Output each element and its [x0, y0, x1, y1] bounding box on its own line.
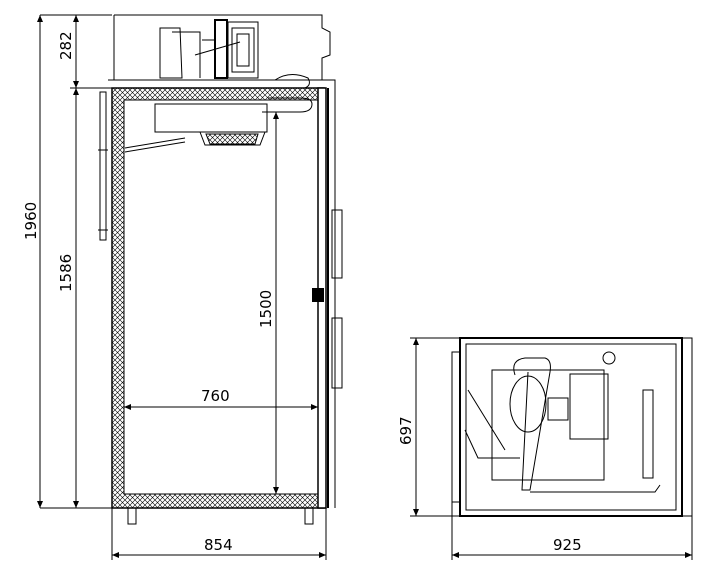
compressor	[509, 375, 547, 433]
top-view: 697 925	[397, 337, 693, 560]
door-handle-upper	[331, 209, 343, 279]
dim-internal-height: 1500	[257, 290, 275, 328]
dim-total-width: 854	[204, 536, 233, 554]
dim-top-width: 925	[553, 536, 582, 554]
dim-top-height: 697	[397, 416, 415, 445]
leg-left	[127, 507, 137, 525]
door-handle-lower	[331, 317, 343, 389]
leg-right	[304, 507, 314, 525]
dim-unit-height: 282	[57, 31, 75, 60]
front-view: 1960 282 1586 1500 760 854	[22, 14, 343, 560]
dim-cabinet-height: 1586	[57, 254, 75, 292]
refrigeration-unit	[108, 14, 336, 89]
condenser-fan	[569, 373, 609, 440]
dim-internal-width: 760	[201, 387, 230, 405]
cabinet-interior	[123, 99, 319, 495]
top-view-frame	[459, 337, 683, 517]
door-hinge	[312, 288, 324, 302]
compressor-plate	[491, 369, 605, 481]
evaporator	[124, 97, 313, 153]
dim-total-height: 1960	[22, 202, 40, 240]
